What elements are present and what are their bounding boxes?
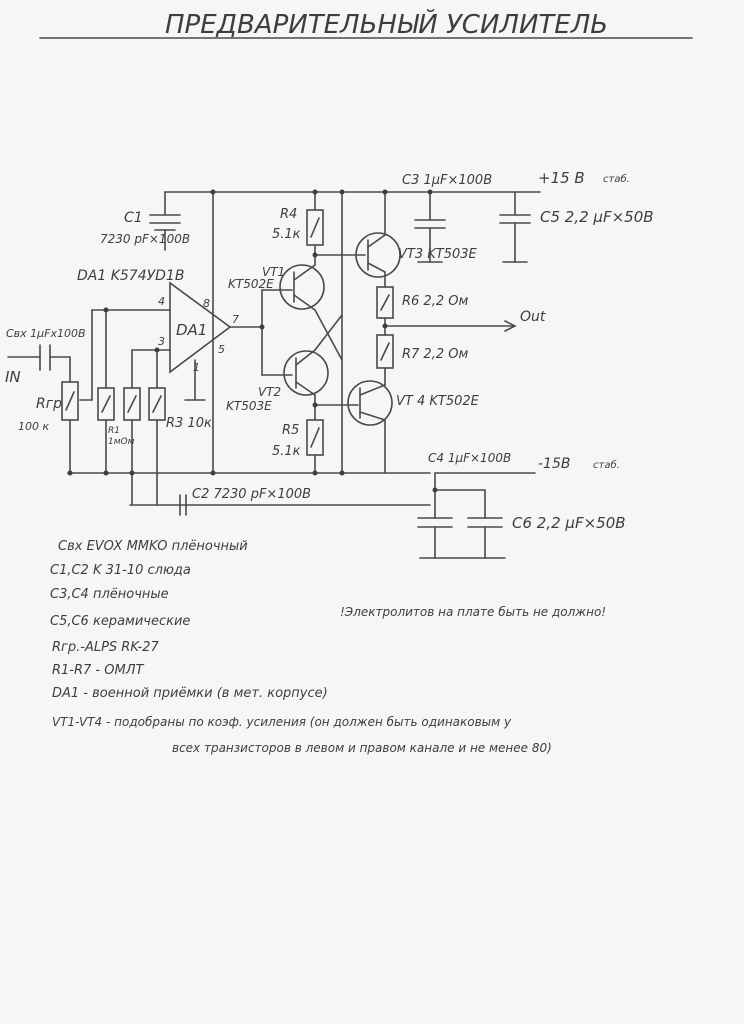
note-item: R1-R7 - OMЛT — [52, 663, 144, 678]
da1-label: DA1 — [176, 321, 207, 339]
c5-label: C5 2,2 μF×50B — [540, 208, 654, 226]
c1-label: C1 — [124, 210, 143, 226]
note-item: C1,C2 K 31-10 слюда — [50, 563, 191, 578]
c1-value: 7230 pF×100B — [100, 232, 190, 246]
c3-label: C3 1μF×100B — [402, 173, 492, 188]
r7-label: R7 2,2 Ом — [402, 347, 468, 362]
resistors — [61, 209, 394, 456]
pin-8: 8 — [203, 297, 210, 310]
vt3-label: VT3 KT503E — [398, 247, 478, 262]
rgp-value: 100 к — [18, 420, 49, 433]
junctions — [67, 189, 438, 493]
rgp-label: Rгр — [36, 396, 62, 412]
pin-4: 4 — [158, 295, 165, 308]
note-item: всех транзисторов в левом и правом канал… — [172, 741, 552, 755]
r5-label: R5 — [282, 423, 299, 438]
pin-1: 1 — [193, 361, 200, 374]
da1-title: DA1 K574УD1B — [77, 268, 184, 284]
pos-supply-note: стаб. — [603, 173, 630, 185]
neg-supply-label: -15B — [538, 456, 570, 472]
note-item: Cвх EVOX MMKO плёночный — [58, 539, 248, 554]
vt1-label: VT1 — [262, 265, 285, 279]
transistors — [279, 232, 401, 426]
note-item: C3,C4 плёночные — [50, 587, 169, 602]
neg-supply-note: стаб. — [593, 459, 620, 471]
input-label: IN — [5, 368, 21, 386]
pin-5: 5 — [218, 343, 225, 356]
cin-label: Cвх 1μFx100B — [6, 327, 86, 340]
warning-note: !Электролитов на плате быть не должно! — [340, 605, 606, 619]
capacitors — [39, 214, 531, 528]
wires — [7, 191, 541, 559]
r4-value: 5.1к — [272, 227, 301, 242]
pos-supply-label: +15 B — [538, 169, 585, 187]
r5-value: 5.1к — [272, 444, 301, 459]
note-item: DA1 - военной приёмки (в мет. корпусе) — [52, 686, 328, 701]
parts-notes: Cвх EVOX MMKO плёночный C1,C2 K 31-10 сл… — [50, 539, 552, 755]
vt1-type: KT502E — [228, 277, 274, 291]
opamp-da1 — [169, 281, 232, 374]
output-label: Out — [520, 309, 546, 325]
note-item: Rгр.-ALPS RK-27 — [52, 640, 160, 655]
vt2-type: KT503E — [226, 399, 272, 413]
vt2-label: VT2 — [258, 385, 281, 399]
c6-label: C6 2,2 μF×50B — [512, 514, 626, 532]
pin-7: 7 — [232, 313, 239, 326]
r4-label: R4 — [280, 207, 297, 222]
c2-label: C2 7230 pF×100B — [192, 487, 311, 502]
vt4-label: VT 4 KT502E — [396, 394, 480, 409]
r1-value: 1мОм — [108, 437, 135, 447]
pin-3: 3 — [158, 335, 165, 348]
page-title: ПРЕДВАРИТЕЛЬНЫЙ УСИЛИТЕЛЬ — [165, 8, 608, 40]
note-item: C5,C6 керамические — [50, 614, 190, 629]
c4-label: C4 1μF×100B — [428, 451, 511, 465]
note-item: VT1-VT4 - подобраны по коэф. усиления (о… — [52, 715, 512, 729]
r6-label: R6 2,2 Ом — [402, 294, 468, 309]
r3-label: R3 10к — [166, 416, 212, 431]
r1-label: R1 — [108, 426, 120, 436]
